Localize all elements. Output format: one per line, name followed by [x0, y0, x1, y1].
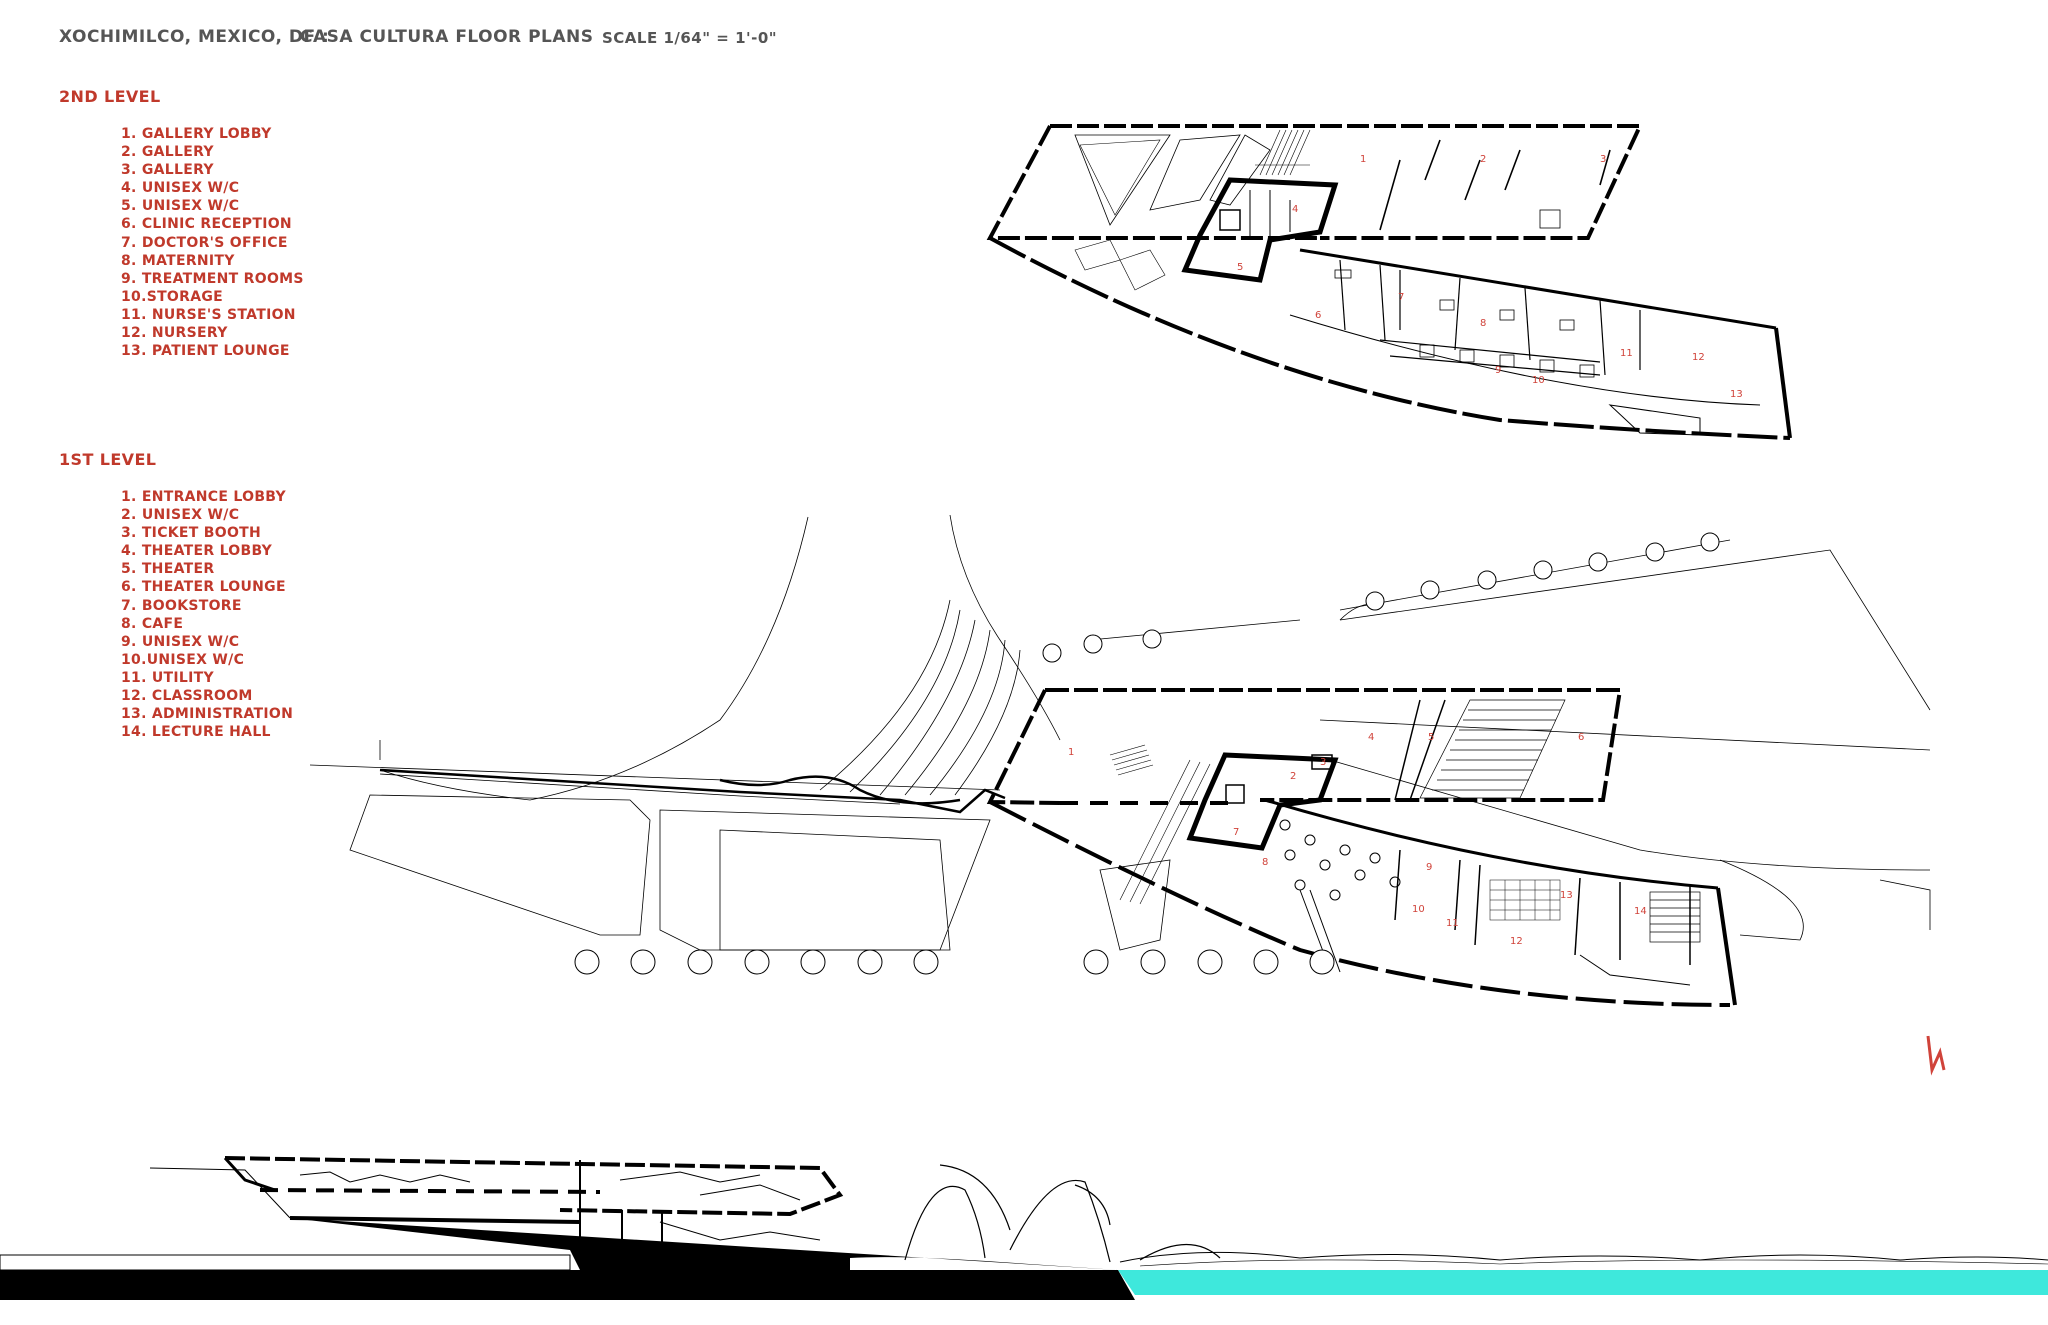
legend-item: 6. THEATER LOUNGE — [121, 579, 286, 596]
legend-item: 5. UNISEX W/C — [121, 198, 240, 215]
legend-item: 11. NURSE'S STATION — [121, 306, 296, 323]
level-2-title: 2ND LEVEL — [59, 87, 161, 106]
l2-room-label: 9 — [1495, 365, 1501, 376]
legend-item: 5. THEATER — [121, 561, 215, 578]
l2-room-label: 12 — [1692, 352, 1705, 363]
legend-item: 1. GALLERY LOBBY — [121, 126, 272, 142]
l1-room-label: 14 — [1634, 906, 1647, 917]
legend-item: 14. LECTURE HALL — [121, 724, 271, 741]
l1-room-label: 4 — [1368, 732, 1374, 743]
legend-item: 3. TICKET BOOTH — [121, 525, 262, 542]
legend-item: 6. CLINIC RECEPTION — [121, 216, 292, 233]
l2-room-label: 11 — [1620, 348, 1633, 359]
l2-room-label: 6 — [1315, 310, 1321, 321]
l1-room-label: 12 — [1510, 936, 1523, 947]
l1-room-label: 2 — [1290, 771, 1296, 782]
legend-item: 4. UNISEX W/C — [121, 180, 240, 197]
l2-room-label: 2 — [1480, 154, 1486, 165]
l1-room-label: 1 — [1068, 747, 1074, 758]
location-label: XOCHIMILCO, MEXICO, DF : — [59, 27, 330, 47]
legend-item: 1. ENTRANCE LOBBY — [121, 489, 286, 505]
l2-room-label: 10 — [1532, 375, 1545, 386]
level-2-room-labels: 1 2 3 4 5 6 7 8 9 10 11 12 13 — [1237, 154, 1743, 400]
level-1-title: 1ST LEVEL — [59, 450, 157, 469]
legend-item: 2. UNISEX W/C — [121, 507, 240, 524]
l2-room-label: 7 — [1398, 292, 1404, 303]
l2-room-label: 3 — [1600, 154, 1606, 165]
l1-room-label: 6 — [1578, 732, 1584, 743]
l1-room-label: 3 — [1320, 757, 1326, 768]
sheet-title: CASA CULTURA FLOOR PLANS — [300, 27, 594, 47]
l2-room-label: 8 — [1480, 318, 1486, 329]
legend-item: 13. PATIENT LOUNGE — [121, 343, 290, 360]
l1-room-label: 5 — [1428, 732, 1434, 743]
l2-room-label: 1 — [1360, 154, 1366, 165]
site-trees — [574, 532, 1720, 975]
entrance-path — [379, 768, 1006, 814]
l1-room-label: 7 — [1233, 827, 1239, 838]
l1-room-label: 8 — [1262, 857, 1268, 868]
legend-item: 10.UNISEX W/C — [121, 651, 245, 668]
building-section — [0, 1156, 2048, 1300]
legend-item: 12. NURSERY — [121, 325, 228, 342]
scale-label: SCALE 1/64" = 1'-0" — [602, 29, 778, 47]
l1-room-label: 13 — [1560, 890, 1573, 901]
level-2-legend: 1. GALLERY LOBBY 2. GALLERY 3. GALLERY 4… — [121, 125, 304, 360]
l2-room-label: 4 — [1292, 204, 1298, 215]
level-1-legend: 1. ENTRANCE LOBBY 2. UNISEX W/C 3. TICKE… — [121, 488, 293, 741]
legend-item: 13. ADMINISTRATION — [121, 706, 294, 723]
north-arrow-icon — [1926, 1035, 1946, 1076]
legend-item: 8. MATERNITY — [121, 252, 235, 269]
legend-item: 3. GALLERY — [121, 162, 214, 179]
legend-item: 10.STORAGE — [121, 288, 224, 305]
l1-room-label: 9 — [1426, 862, 1432, 873]
legend-item: 11. UTILITY — [121, 669, 214, 686]
legend-item: 7. DOCTOR'S OFFICE — [121, 234, 288, 251]
legend-item: 8. CAFE — [121, 615, 184, 632]
level-1-site-lines — [309, 514, 1931, 951]
legend-item: 9. TREATMENT ROOMS — [121, 270, 304, 287]
level-1-room-labels: 1 2 3 4 5 6 7 8 9 10 11 12 13 14 — [1068, 732, 1647, 947]
legend-item: 2. GALLERY — [121, 144, 214, 161]
water-band — [1118, 1270, 2048, 1295]
l1-room-label: 11 — [1446, 918, 1459, 929]
legend-item: 12. CLASSROOM — [121, 688, 253, 705]
l1-room-label: 10 — [1412, 904, 1425, 915]
level-2-plan — [986, 124, 1792, 440]
l2-room-label: 5 — [1237, 262, 1243, 273]
legend-item: 4. THEATER LOBBY — [121, 543, 273, 560]
legend-item: 7. BOOKSTORE — [121, 597, 242, 614]
l2-room-label: 13 — [1730, 389, 1743, 400]
legend-item: 9. UNISEX W/C — [121, 633, 240, 650]
